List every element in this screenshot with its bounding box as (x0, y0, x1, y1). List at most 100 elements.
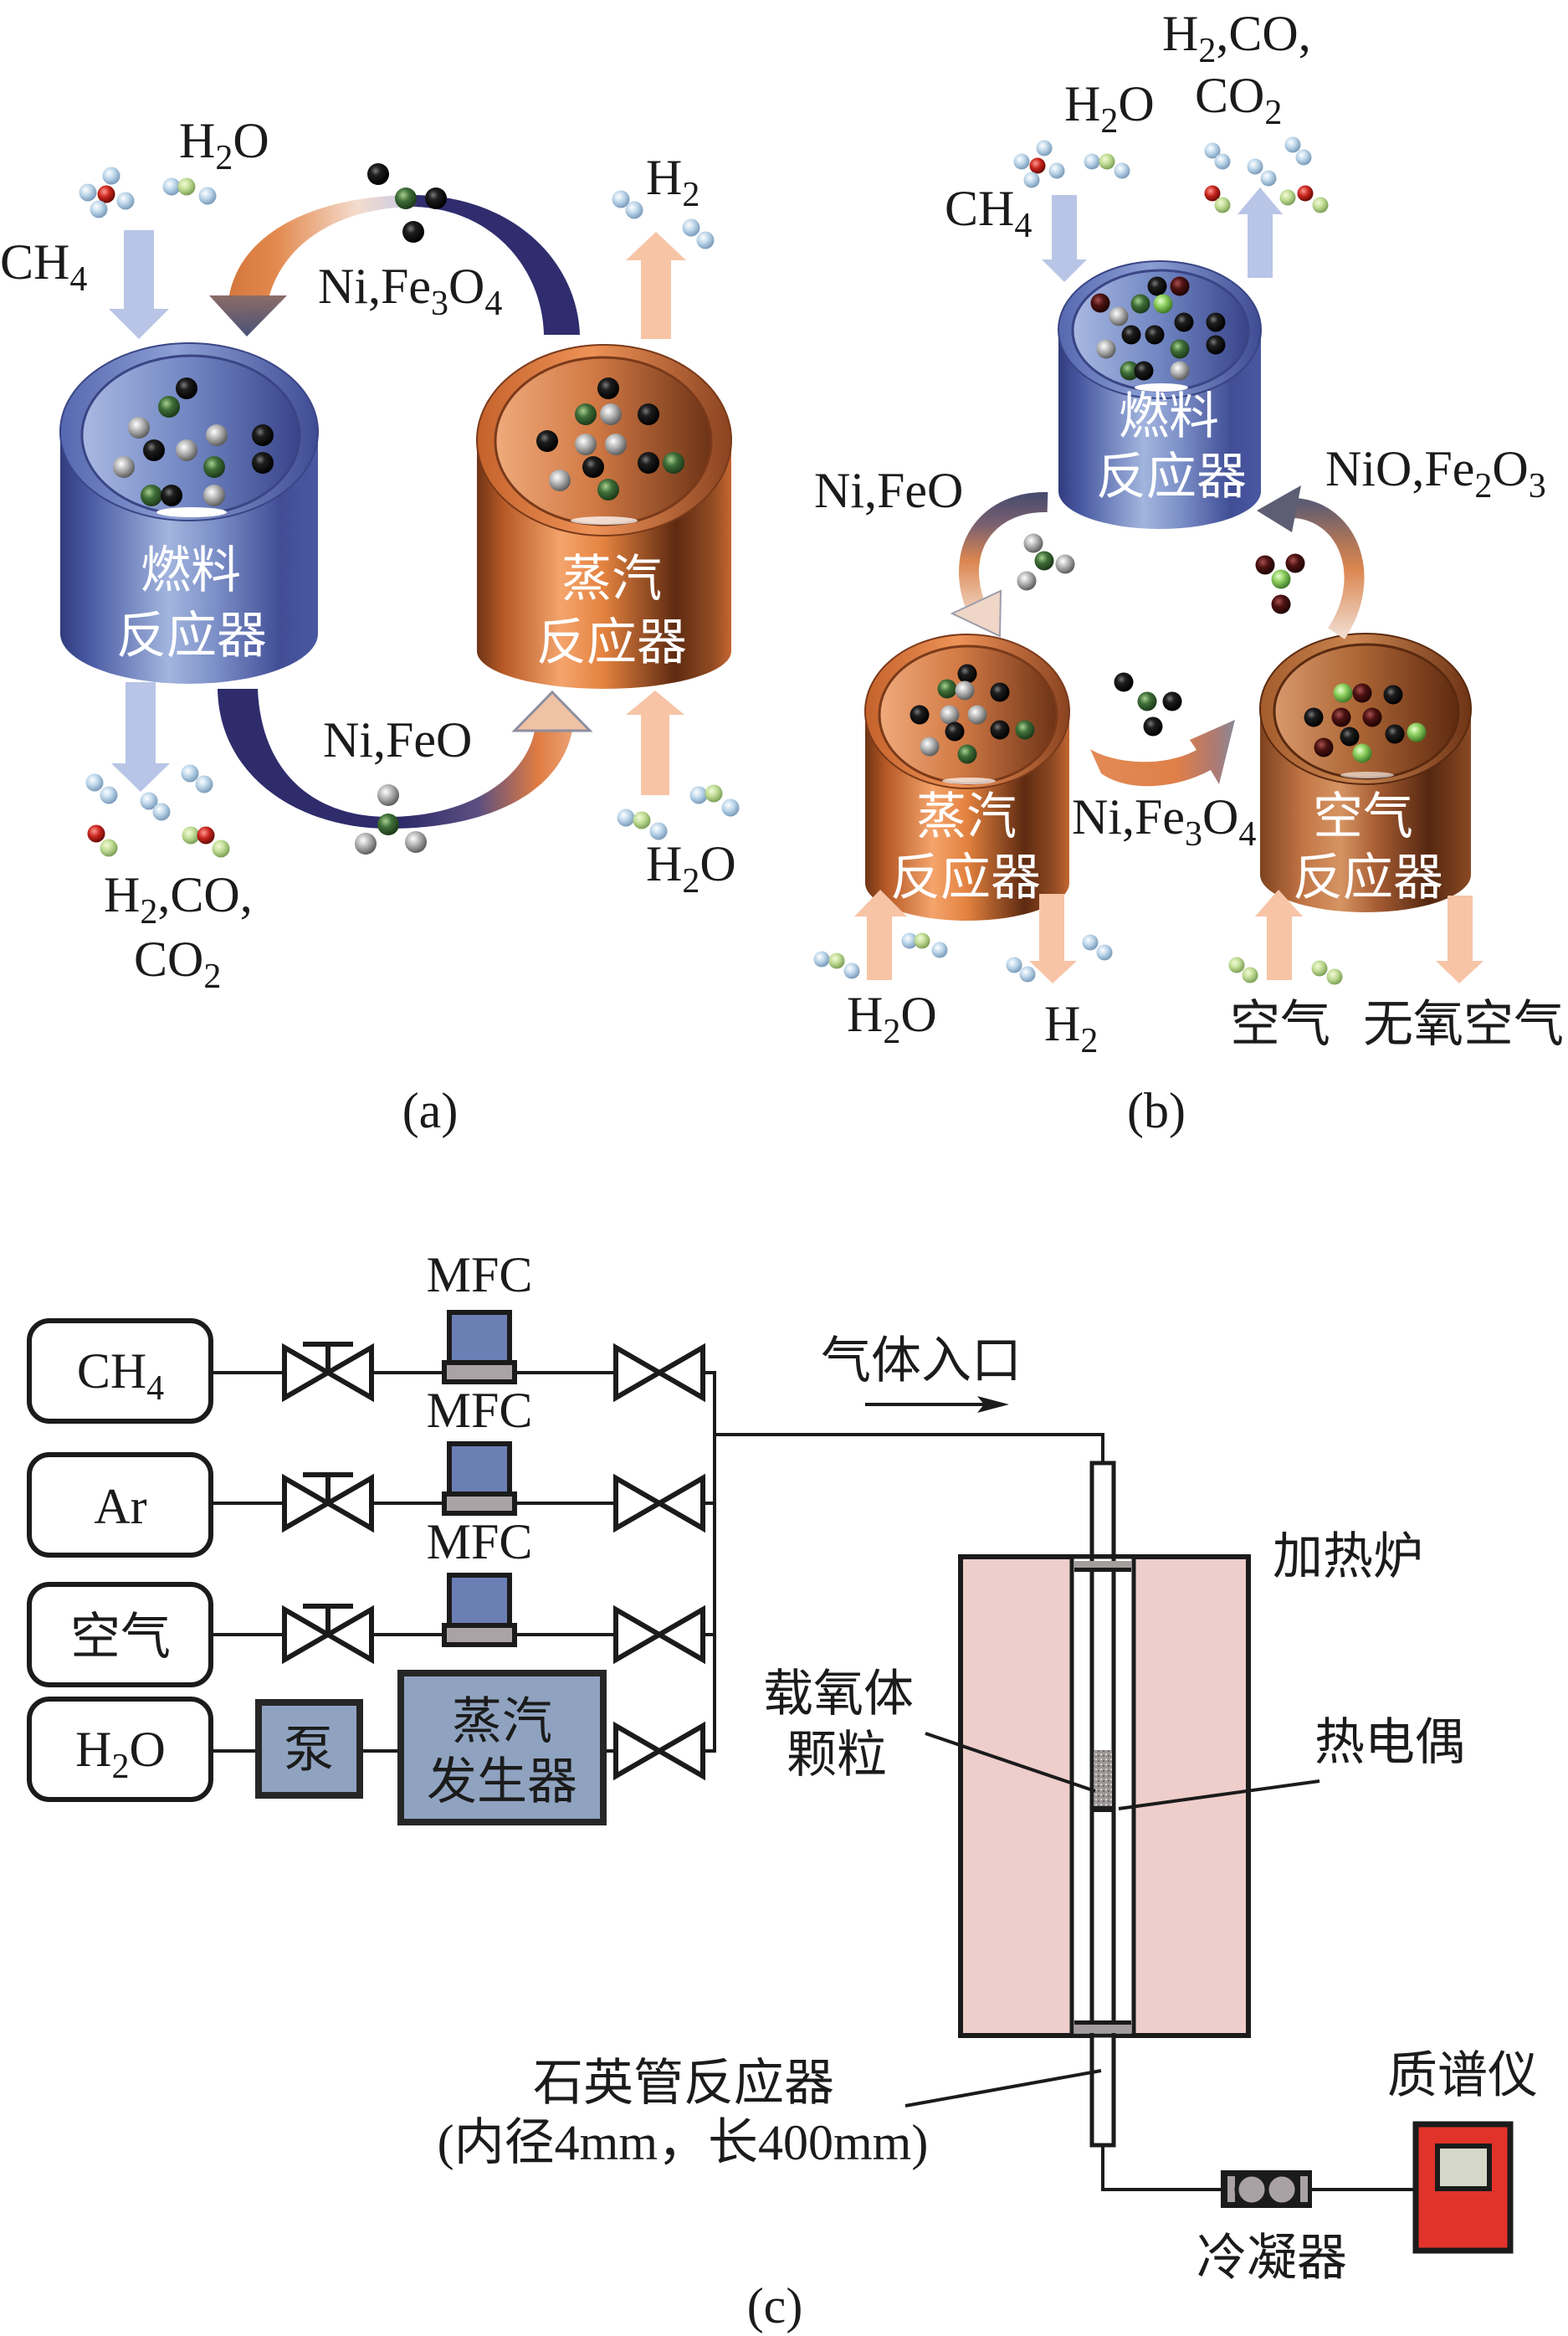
carrier-particle-green (203, 456, 225, 478)
co2-molecule-icon (1279, 185, 1329, 213)
oxidized-carrier-return-arc (229, 194, 580, 335)
h2-molecule-icon (1247, 158, 1277, 187)
h2-molecule-icon (682, 218, 715, 249)
carrier-particle-green (575, 403, 597, 425)
panel-a-caption: (a) (402, 1083, 459, 1138)
carrier-particle-black (1147, 276, 1167, 296)
needle-valve-icon (282, 1604, 374, 1665)
atom-oxygen (914, 932, 930, 949)
atom-hydrogen (682, 218, 700, 237)
atom-oxygen (1214, 197, 1231, 213)
formula-subscript: 2 (1100, 102, 1118, 141)
carrier-particle-dark-red (1331, 707, 1351, 727)
label-steam-feed: H2O (847, 987, 937, 1051)
reactor-highlight (1340, 772, 1394, 778)
air-reactor-label-line2: 反应器 (1293, 850, 1443, 906)
label-carrier-to-steam: Ni,FeO (323, 712, 472, 768)
source-label-ar: Ar (94, 1479, 146, 1534)
carrier-particle-green (1034, 551, 1054, 571)
ch4-molecule-icon (79, 167, 135, 218)
atom-carbon (1204, 185, 1221, 202)
panel-a-labels: H2O CH4 Ni,Fe3O4 H2 燃料 反应器 蒸汽 反应器 Ni,FeO… (0, 113, 736, 1138)
carrier-particle-black (252, 452, 274, 474)
formula-part: O (900, 987, 936, 1042)
carrier-particle-black (638, 403, 659, 425)
atom-hydrogen (1247, 158, 1263, 175)
formula-subscript: 2 (883, 1013, 900, 1051)
h2-molecule-icon (1284, 136, 1312, 166)
panel-c-caption: (c) (747, 2278, 803, 2333)
atom-hydrogen (649, 822, 668, 840)
atom-hydrogen (1048, 162, 1065, 179)
carrier-particle-green (937, 679, 957, 699)
atom-hydrogen (721, 798, 740, 817)
panel-b (854, 187, 1483, 983)
o2-molecule-icon (1311, 960, 1343, 985)
label-steam-feed: H2O (646, 836, 736, 901)
quartz-tube-wall (1089, 1557, 1116, 2036)
carrier-particle-dark-red (1285, 553, 1305, 573)
carrier-particle-black (1174, 312, 1194, 332)
h2o-molecule-icon (617, 809, 668, 840)
formula-part: NiO,Fe (1325, 441, 1474, 496)
carrier-particle-green (597, 479, 619, 501)
steam-reactor-label-line2: 反应器 (536, 615, 687, 670)
carrier-particle-light-green (1352, 743, 1372, 763)
atom-hydrogen (813, 951, 830, 968)
atom-hydrogen (625, 201, 643, 219)
label-products-line1: H2,CO, (104, 867, 253, 932)
formula-part: Ni,Fe (318, 259, 431, 314)
atom-hydrogen (1036, 140, 1053, 157)
panel-b-labels: H2,CO, CO2 H2O CH4 燃料 反应器 Ni,FeO NiO,Fe2… (814, 6, 1564, 1138)
carrier-particle-black (990, 682, 1010, 702)
carrier-particle-green (663, 452, 684, 474)
panel-c: CH4 Ar 空气 H2O MFC MFC MFC 泵 蒸汽 发生器 气体入口 (27, 1247, 1538, 2333)
depleted-air-out-arrow (1436, 896, 1483, 983)
carrier-particle-light-green (1271, 569, 1291, 589)
carrier-particle-black (1340, 726, 1360, 747)
oxygen-carrier-label-line1: 载氧体 (763, 1666, 914, 1722)
label-air-in: 空气 (1230, 997, 1330, 1052)
atom-oxygen (1242, 967, 1258, 983)
thermocouple-tip (1094, 1806, 1112, 1812)
carrier-particle-black (582, 456, 604, 478)
atom-oxygen (1311, 960, 1328, 977)
atom-hydrogen (1084, 153, 1100, 170)
carrier-particle-black (425, 187, 447, 209)
carrier-particle-grey (206, 424, 228, 446)
carrier-particle-black (161, 485, 182, 506)
mass-flow-controller (442, 1310, 517, 1384)
fuel-reactor-label-line1: 燃料 (1119, 389, 1219, 444)
steam-reactor-label-line1: 蒸汽 (916, 789, 1017, 845)
atom-hydrogen (901, 932, 918, 949)
carrier-particle-black (1145, 325, 1165, 345)
atom-hydrogen (195, 775, 213, 793)
carrier-particle-grey (1017, 571, 1037, 591)
label-ch4-feed: CH4 (0, 234, 87, 299)
formula-part: O (1492, 441, 1528, 496)
atom-hydrogen (1019, 966, 1036, 983)
formula-subscript: 4 (1238, 815, 1256, 854)
reactor-label-line2: (内径4mm，长400mm) (438, 2115, 929, 2170)
formula-part: O (1118, 76, 1154, 131)
condenser-icon (1221, 2170, 1312, 2208)
label-fuel-to-steam: Ni,FeO (814, 463, 963, 518)
atom-hydrogen (1082, 934, 1099, 951)
oxygen-carrier-particles (113, 163, 1427, 855)
carrier-particle-green (395, 187, 417, 209)
label-h2o-feed: H2O (179, 113, 269, 177)
atom-hydrogen (617, 809, 635, 827)
carrier-particle-green (158, 396, 180, 418)
steam-feed-arrow (626, 691, 684, 795)
atom-hydrogen (198, 187, 217, 205)
steam-generator-box (397, 1670, 607, 1825)
carrier-particle-grey (377, 784, 399, 806)
h2o-molecule-icon (162, 177, 217, 205)
atom-hydrogen (79, 183, 97, 202)
syngas-out-arrow (1237, 187, 1283, 278)
carrier-particle-grey (128, 417, 150, 439)
carrier-particle-light-green (1407, 722, 1427, 742)
formula-part: H (1064, 76, 1100, 131)
oxidized-carrier-arrowhead (209, 295, 287, 336)
air-to-fuel-arrowhead (1257, 485, 1301, 532)
